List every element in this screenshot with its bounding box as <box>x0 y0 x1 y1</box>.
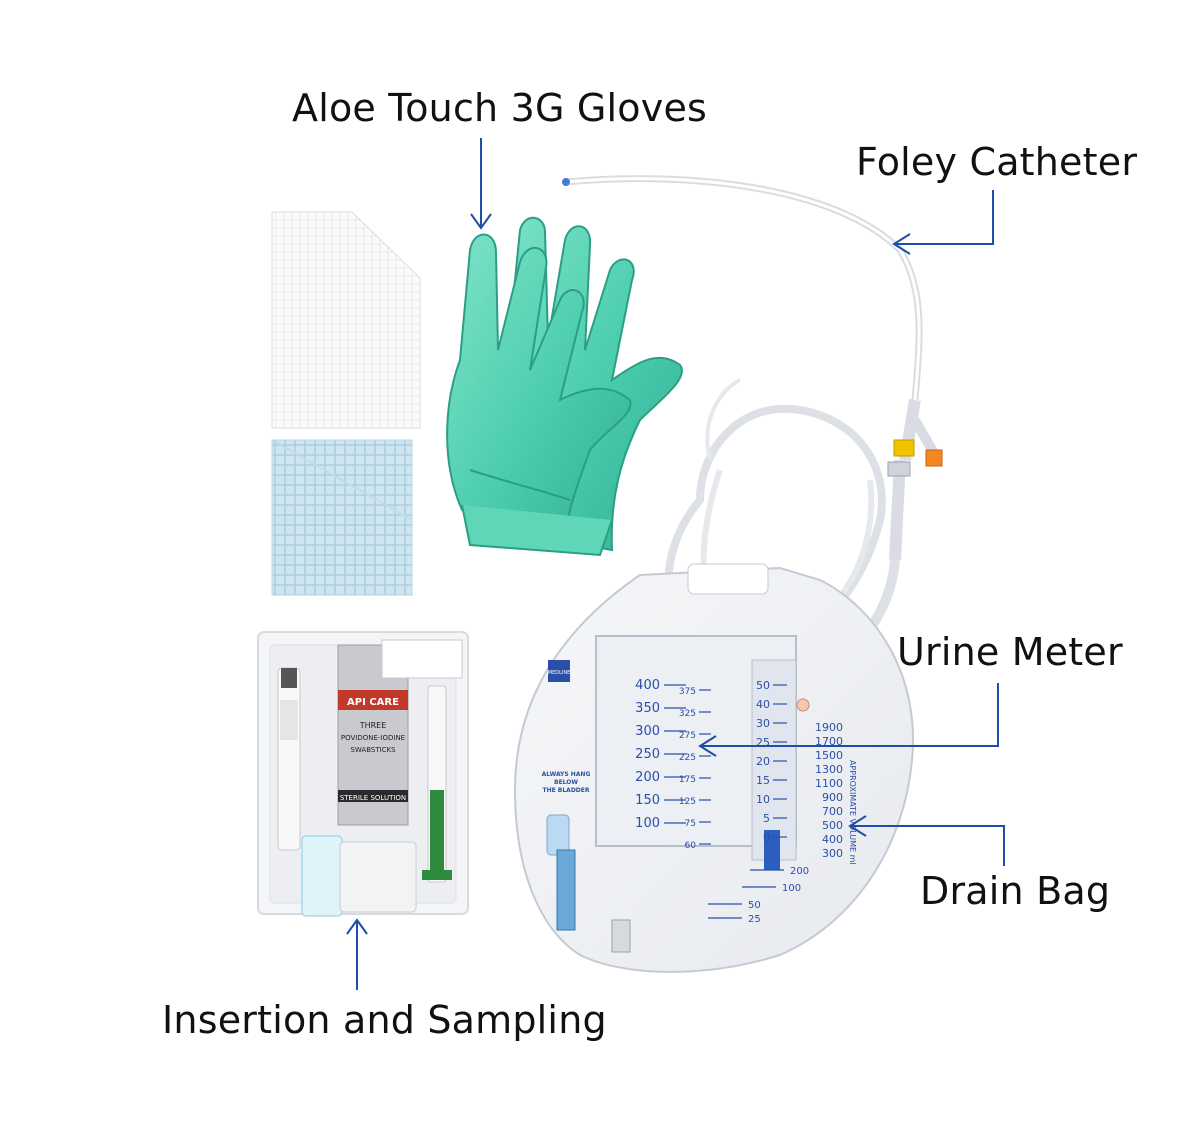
urine-meter-label: Urine Meter <box>897 630 1123 674</box>
chamber-scale-value: 15 <box>756 774 770 787</box>
bag-scale-right-value: 500 <box>822 819 843 832</box>
urine-meter-arrow <box>702 683 999 747</box>
meter-scale-mid-value: 375 <box>679 687 696 697</box>
drain-bag-label: Drain Bag <box>920 869 1111 913</box>
meter-scale-left-value: 150 <box>635 793 660 808</box>
meter-scale-left-value: 100 <box>635 816 660 831</box>
meter-scale-mid-value: 325 <box>679 709 696 719</box>
chamber-scale-value: 20 <box>756 755 770 768</box>
meter-scale-left-value: 400 <box>635 678 660 693</box>
packet-line1-text: THREE <box>359 721 387 730</box>
bag-scale-right-value: 400 <box>822 833 843 846</box>
meter-scale-mid-value: 225 <box>679 753 696 763</box>
insertion-tray-image: API CARE THREE POVIDONE-IODINE SWABSTICK… <box>257 631 469 917</box>
meter-scale-mid-value: 75 <box>685 819 696 829</box>
bag-scale-bottom-value: 100 <box>782 883 801 894</box>
drain-bag-arrow <box>852 825 1005 866</box>
meter-scale-left-value: 200 <box>635 770 660 785</box>
packet-brand-text: API CARE <box>347 697 399 708</box>
gloves-arrow-head <box>470 213 492 230</box>
catheter-arrow-head <box>892 233 911 255</box>
meter-scale-left-value: 350 <box>635 701 660 716</box>
bag-warning-line: BELOW <box>554 779 578 786</box>
chamber-scale-value: 5 <box>763 812 770 825</box>
meter-scale-mid-value: 60 <box>685 841 697 851</box>
bag-scale-bottom-value: 200 <box>790 866 809 877</box>
insertion-arrow-head <box>346 918 368 935</box>
bag-scale-right-value: 1700 <box>815 735 843 748</box>
packet-line2-text: POVIDONE-IODINE <box>341 734 405 742</box>
bag-scale-right-value: 700 <box>822 805 843 818</box>
bag-warning-line: THE BLADDER <box>542 787 589 794</box>
meter-scale-mid-value: 125 <box>679 797 696 807</box>
bag-warning-line: ALWAYS HANG <box>542 771 591 778</box>
meter-scale-mid: 375 325 275 225 175 125 75 60 <box>679 687 711 851</box>
chamber-scale-value: 50 <box>756 679 770 692</box>
bag-vertical-text: APPROXIMATE VOLUME ml <box>848 760 857 865</box>
catheter-arrow <box>896 190 994 245</box>
gloves-image <box>446 216 683 557</box>
chamber-scale-value: 10 <box>756 793 770 806</box>
bag-scale-right-value: 900 <box>822 791 843 804</box>
gloves-label: Aloe Touch 3G Gloves <box>292 86 708 130</box>
underpad <box>271 439 413 596</box>
packet-band-text: STERILE SOLUTION <box>340 794 406 802</box>
packet-line3-text: SWABSTICKS <box>350 746 396 754</box>
bag-scale-right-value: 1500 <box>815 749 843 762</box>
bag-scale-right-value: 1900 <box>815 721 843 734</box>
chamber-scale-value: 40 <box>756 698 770 711</box>
meter-scale-mid-value: 175 <box>679 775 696 785</box>
meter-scale-mid-value: 275 <box>679 731 696 741</box>
chamber-scale-value: 25 <box>756 736 770 749</box>
bag-scale-right-value: 1100 <box>815 777 843 790</box>
chamber-scale-value: 30 <box>756 717 770 730</box>
urine-meter-arrow-head <box>698 735 717 757</box>
chamber-scale-value: 0 <box>763 831 770 844</box>
catheter-label: Foley Catheter <box>856 140 1138 184</box>
iodine-packet: API CARE THREE POVIDONE-IODINE SWABSTICK… <box>337 644 409 826</box>
insertion-label: Insertion and Sampling <box>162 998 607 1042</box>
svg-text:MEDLINE: MEDLINE <box>548 670 570 676</box>
bag-scale-right-value: 1300 <box>815 763 843 776</box>
annotation-arrows <box>346 138 1005 990</box>
bag-scale-right-value: 300 <box>822 847 843 860</box>
meter-scale-left-value: 300 <box>635 724 660 739</box>
drain-bag-image: MEDLINE <box>513 563 914 973</box>
bag-scale-bottom-value: 25 <box>748 914 761 925</box>
meter-scale-left: 400 350 300 250 200 150 100 <box>635 678 686 831</box>
bag-scale-bottom-value: 50 <box>748 900 761 911</box>
drain-bag-arrow-head <box>848 815 867 837</box>
meter-scale-left-value: 250 <box>635 747 660 762</box>
gauze-pad <box>271 211 421 429</box>
bag-scale-bottom: 200 100 50 25 <box>708 866 809 925</box>
